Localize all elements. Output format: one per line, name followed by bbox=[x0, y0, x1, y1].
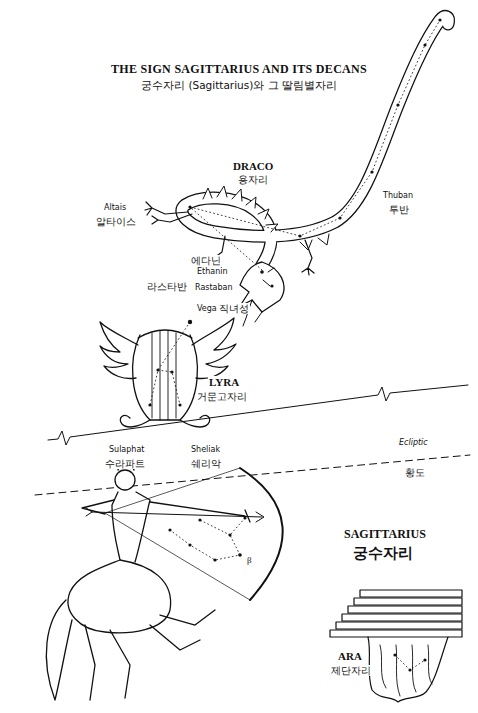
ecliptic-label: 황도 bbox=[404, 467, 426, 478]
constellation-name: ARA bbox=[337, 650, 363, 662]
star-name: Altais bbox=[103, 204, 127, 213]
sagittarius-centaur bbox=[46, 464, 282, 700]
constellation-name: 궁수자리 bbox=[352, 545, 414, 562]
star-name: Vega bbox=[196, 305, 218, 314]
constellation-name: DRACO bbox=[232, 160, 274, 172]
star-name: 직녀성 bbox=[218, 303, 250, 314]
star-name: 에다닌 bbox=[190, 255, 222, 266]
star-name: 라스타반 bbox=[146, 281, 188, 292]
lyra-lyre bbox=[100, 318, 236, 427]
constellation-name: SAGITTARIUS bbox=[343, 528, 427, 541]
star-name: 쉐리악 bbox=[190, 458, 222, 469]
star-name: Rastaban bbox=[194, 284, 234, 293]
ecliptic-label: Ecliptic bbox=[398, 439, 429, 448]
star-name: Sulaphat bbox=[108, 446, 145, 455]
subtitle: 궁수자리 (Sagittarius)와 그 딸림별자리 bbox=[140, 80, 338, 92]
ara-altar bbox=[330, 590, 462, 702]
star-name: 수라파트 bbox=[104, 458, 146, 469]
star-name: 알타이스 bbox=[95, 216, 137, 227]
star-name: Sheliak bbox=[190, 446, 221, 455]
star-name: Ethanin bbox=[196, 268, 229, 277]
star-name: 투반 bbox=[388, 204, 410, 215]
break-line bbox=[48, 385, 468, 445]
constellation-name: 용자리 bbox=[237, 174, 269, 185]
constellation-name: 제단자리 bbox=[330, 665, 372, 676]
star-name: Thuban bbox=[382, 192, 414, 201]
ecliptic-line bbox=[35, 455, 470, 495]
constellation-name: LYRA bbox=[208, 376, 240, 388]
constellation-name: 거문고자리 bbox=[196, 391, 248, 402]
star-letter: β bbox=[246, 556, 253, 566]
diagram-title: THE SIGN SAGITTARIUS AND ITS DECANS bbox=[110, 63, 368, 76]
